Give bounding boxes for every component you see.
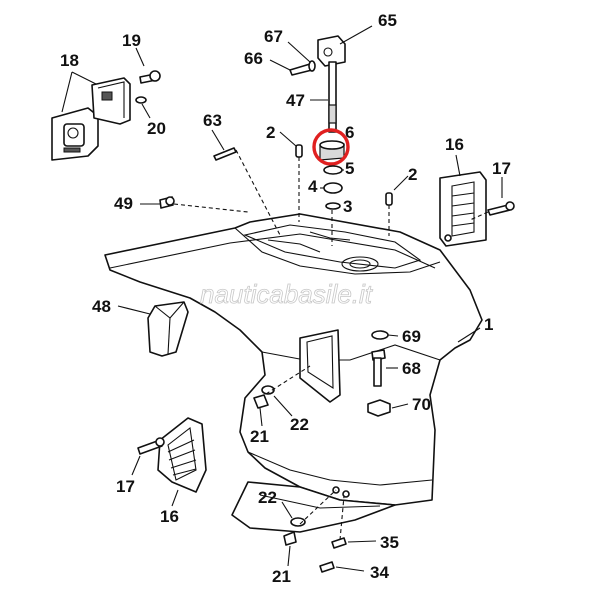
callout-21-lower: 21 <box>272 567 291 586</box>
washers-3-4-5 <box>323 165 343 210</box>
clamp-block-65 <box>317 35 346 67</box>
highlight-circle <box>312 128 350 166</box>
washer-69 <box>371 330 389 340</box>
callout-17-lower: 17 <box>116 477 135 496</box>
bolt-68 <box>371 349 386 387</box>
skeg-rivets <box>332 486 350 498</box>
callout-6: 6 <box>345 123 354 142</box>
callout-2-right: 2 <box>408 165 417 184</box>
callout-20: 20 <box>147 119 166 138</box>
callout-1: 1 <box>484 315 493 334</box>
callout-18: 18 <box>60 51 79 70</box>
callout-48: 48 <box>92 297 111 316</box>
callout-49: 49 <box>114 194 133 213</box>
callout-22-lower: 22 <box>258 488 277 507</box>
plug-21 <box>253 394 269 409</box>
callout-2-upper: 2 <box>266 123 275 142</box>
callout-16-lower: 16 <box>160 507 179 526</box>
screw-19 <box>135 70 161 104</box>
screw-49 <box>159 196 175 209</box>
drive-shaft-47 <box>328 61 337 133</box>
callout-5: 5 <box>345 159 354 178</box>
callout-70: 70 <box>412 395 431 414</box>
callout-17-upper: 17 <box>492 159 511 178</box>
leader-lines <box>61 25 503 572</box>
pin-63 <box>213 147 237 161</box>
anode-48 <box>147 301 189 357</box>
gasket-22-lower <box>290 517 306 527</box>
gasket-22 <box>261 385 275 395</box>
water-screen-lower <box>157 417 207 493</box>
callout-16-upper: 16 <box>445 135 464 154</box>
screw-34 <box>319 561 335 573</box>
plug-21-lower <box>283 531 297 546</box>
callout-35: 35 <box>380 533 399 552</box>
bolt-66 <box>289 60 316 76</box>
screw-17-upper <box>487 201 515 216</box>
screw-35 <box>331 537 347 549</box>
cover-plate <box>51 107 99 161</box>
callout-68: 68 <box>402 359 421 378</box>
callout-63: 63 <box>203 111 222 130</box>
callout-labels: 18 19 20 67 65 66 47 63 2 6 5 4 3 2 16 1… <box>60 11 511 586</box>
callout-4: 4 <box>308 177 318 196</box>
callout-22-upper: 22 <box>290 415 309 434</box>
callout-47: 47 <box>286 91 305 110</box>
callout-69: 69 <box>402 327 421 346</box>
callout-65: 65 <box>378 11 397 30</box>
assembly-lines <box>173 149 489 541</box>
callout-34: 34 <box>370 563 389 582</box>
bushing-6 <box>312 128 350 166</box>
watermark: nauticabasile.it <box>200 279 374 309</box>
callout-67: 67 <box>264 27 283 46</box>
water-screen-upper <box>439 171 487 247</box>
gearcase-housing <box>104 213 483 533</box>
screw-17-lower <box>137 437 165 455</box>
callout-19: 19 <box>122 31 141 50</box>
nut-70 <box>367 399 391 417</box>
cover-block <box>91 77 131 125</box>
callout-3: 3 <box>343 197 352 216</box>
callout-66: 66 <box>244 49 263 68</box>
callout-21-upper: 21 <box>250 427 269 446</box>
